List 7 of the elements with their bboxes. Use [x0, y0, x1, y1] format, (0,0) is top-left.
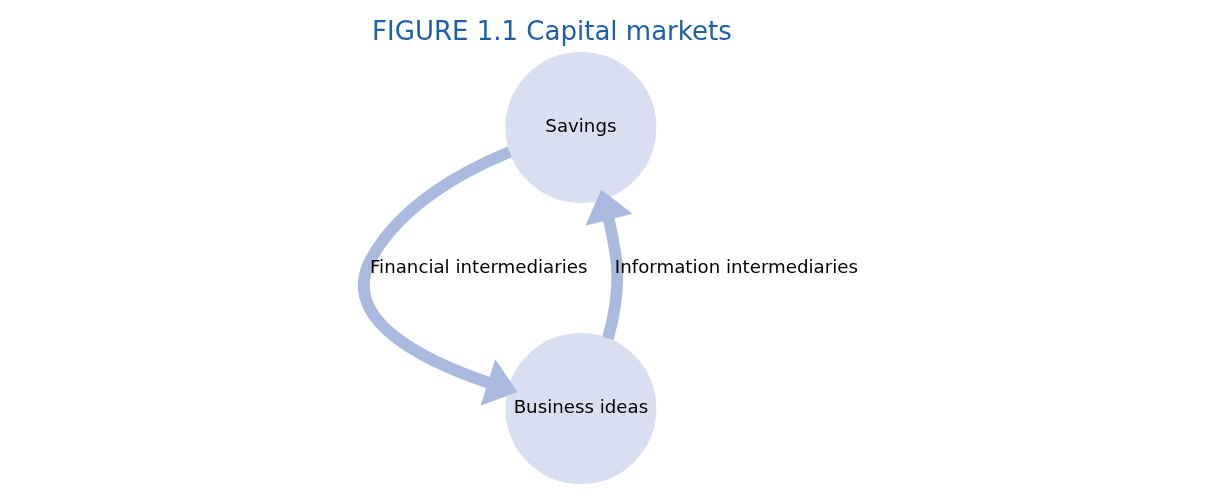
- edge-label: Information intermediaries: [614, 255, 859, 277]
- arrow: [358, 146, 518, 406]
- node-circle: Business ideas: [505, 333, 657, 485]
- arrow: [585, 189, 633, 340]
- node-circle: Savings: [505, 52, 657, 203]
- diagram-title: FIGURE 1.1 Capital markets: [372, 15, 732, 46]
- edge-label: Financial intermediaries: [369, 255, 588, 277]
